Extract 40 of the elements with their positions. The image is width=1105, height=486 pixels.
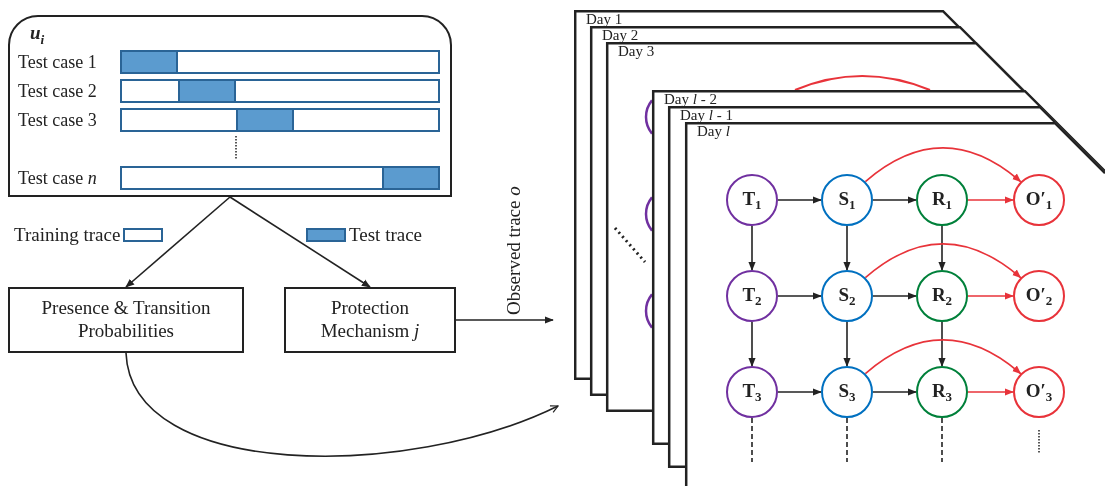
dashed-line xyxy=(751,417,753,463)
arrow xyxy=(967,196,1014,204)
arrow xyxy=(967,388,1014,396)
arrow xyxy=(967,292,1014,300)
arrow xyxy=(872,196,917,204)
arrow xyxy=(864,339,1022,375)
day-label: Day 3 xyxy=(618,43,655,59)
day-label: Day l - 1 xyxy=(680,107,733,123)
day-label: Day l xyxy=(697,123,730,139)
panel-title: u$_{i}$ xyxy=(30,23,45,49)
arrow xyxy=(938,321,946,367)
arrow xyxy=(938,225,946,271)
arrow xyxy=(843,225,851,271)
arrow xyxy=(872,292,917,300)
arrow xyxy=(125,196,231,288)
arrow xyxy=(843,321,851,367)
arrow xyxy=(125,352,559,457)
arrow xyxy=(777,292,822,300)
row-label: Test case 1 xyxy=(18,52,97,72)
arrow xyxy=(864,243,1022,279)
row-label: Test case n xyxy=(18,168,97,188)
legend-label: Test trace xyxy=(349,224,423,246)
process-box: Protection Mechanism j xyxy=(284,287,456,353)
day-label: Day 1 xyxy=(586,11,623,27)
row-label: Test case 3 xyxy=(18,110,97,130)
row-label: Test case 2 xyxy=(18,81,97,101)
day-label: Day l - 2 xyxy=(664,91,717,107)
arrow xyxy=(864,147,1022,183)
dashed-line xyxy=(941,417,943,463)
day-label: Day 2 xyxy=(602,27,639,43)
arrow xyxy=(748,321,756,367)
arrow xyxy=(872,388,917,396)
arrow xyxy=(777,196,822,204)
legend-label: Training trace xyxy=(14,224,121,246)
arrow xyxy=(748,225,756,271)
arrow xyxy=(777,388,822,396)
dashed-line xyxy=(846,417,848,463)
arrow xyxy=(455,316,554,324)
arrow xyxy=(229,196,371,288)
process-box: Presence & Transition Probabilities xyxy=(8,287,244,353)
